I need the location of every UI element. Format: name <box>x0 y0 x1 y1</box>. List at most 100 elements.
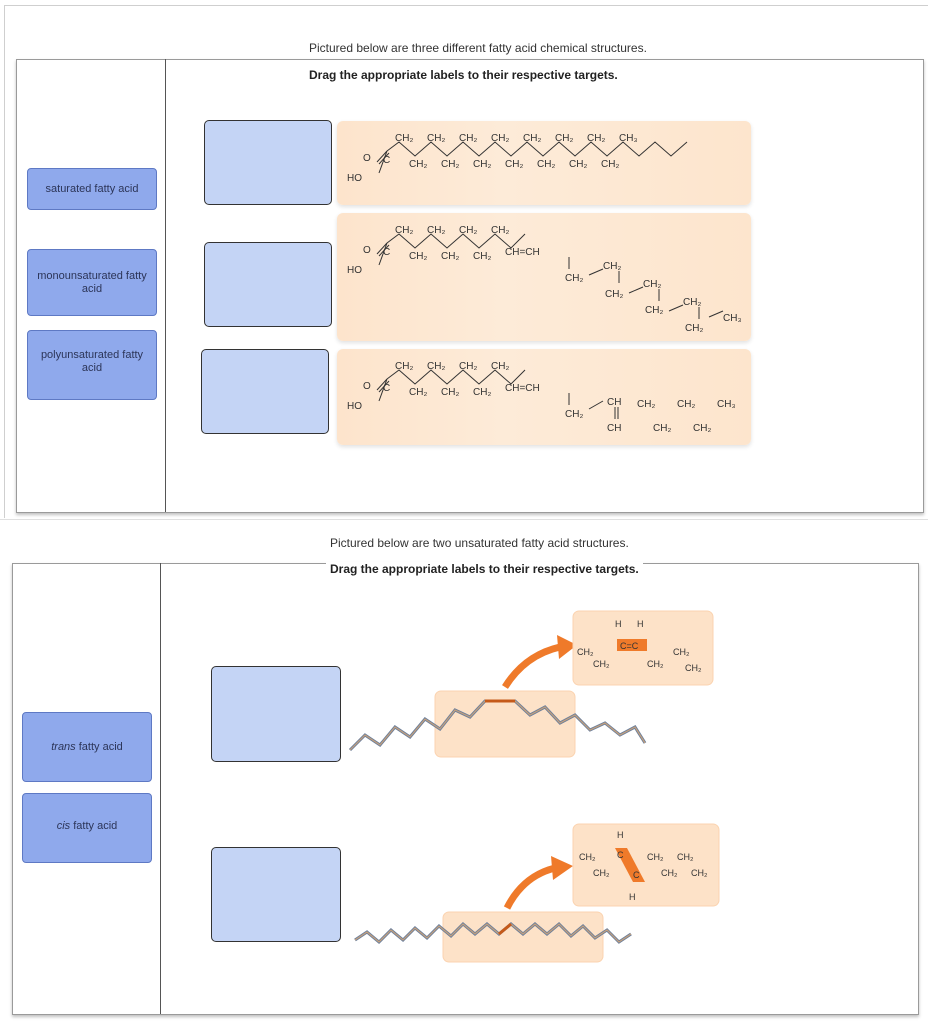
cis-fatty-acid-diagram: H C C H CH₂ CH₂ CH₂ CH₂ CH₂ CH₂ <box>354 823 720 963</box>
ch2-group: CH₂ <box>427 133 445 144</box>
label-emphasis: cis <box>56 820 71 832</box>
ch2-group: CH₂ <box>569 159 587 170</box>
ch2-group: CH₂ <box>685 663 702 673</box>
ch3-group: CH₃ <box>723 313 742 324</box>
carbon-atom: C <box>633 870 640 880</box>
ch2-group: CH₂ <box>409 159 427 170</box>
hydrogen-atom: H <box>615 619 622 629</box>
ch2-group: CH₂ <box>683 297 701 308</box>
label-trans-fatty-acid[interactable]: trans fatty acid <box>22 712 152 782</box>
section1-intro-text: Pictured below are three different fatty… <box>309 41 647 55</box>
double-bond-group: CH=CH <box>505 383 540 394</box>
label-text: monounsaturated fatty acid <box>37 269 147 295</box>
ch2-group: CH₂ <box>395 361 413 372</box>
target-saturated-structure[interactable] <box>204 120 332 205</box>
target-polyunsaturated-structure[interactable] <box>201 349 329 434</box>
carbon-atom: C <box>383 247 390 258</box>
label-monounsaturated-fatty-acid[interactable]: monounsaturated fatty acid <box>27 249 157 316</box>
oxygen-atom: O <box>363 245 371 256</box>
carbon-atom: C <box>617 850 624 860</box>
ch2-group: CH₂ <box>673 647 690 657</box>
saturated-structure-drawing: O C HO CH₂ CH₂ CH₂ CH₂ CH₂ CH₂ CH₂ CH₃ C… <box>347 133 688 184</box>
ch2-group: CH₂ <box>661 868 678 878</box>
ch2-group: CH₂ <box>577 647 594 657</box>
hydrogen-atom: H <box>617 830 624 840</box>
section2-divider <box>160 563 161 1014</box>
label-suffix: fatty acid <box>75 740 123 753</box>
ch3-group: CH₃ <box>717 399 736 410</box>
target-monounsaturated-structure[interactable] <box>204 242 332 327</box>
saturated-fatty-acid-structure: O C HO CH₂ CH₂ CH₂ CH₂ CH₂ CH₂ CH₂ CH₃ C… <box>337 121 751 205</box>
ch2-group: CH₂ <box>565 273 583 284</box>
monounsaturated-structure-drawing: O C HO CH₂ CH₂ CH₂ CH₂ CH₂ CH₂ CH₂ CH=CH… <box>347 225 742 334</box>
ch2-group: CH₂ <box>523 133 541 144</box>
target-bottom-structure[interactable] <box>211 847 341 942</box>
ch2-group: CH₂ <box>409 251 427 262</box>
ch2-group: CH₂ <box>677 399 695 410</box>
ch2-group: CH₂ <box>459 225 477 236</box>
label-suffix: fatty acid <box>70 820 118 832</box>
label-saturated-fatty-acid[interactable]: saturated fatty acid <box>27 168 157 210</box>
ch2-group: CH₂ <box>637 399 655 410</box>
monounsaturated-fatty-acid-structure: O C HO CH₂ CH₂ CH₂ CH₂ CH₂ CH₂ CH₂ CH=CH… <box>337 213 751 341</box>
target-top-structure[interactable] <box>211 666 341 762</box>
label-cis-fatty-acid[interactable]: cis fatty acid <box>22 793 152 863</box>
ch2-group: CH₂ <box>605 289 623 300</box>
carbon-atom: C <box>383 155 390 166</box>
ch2-group: CH₂ <box>579 852 596 862</box>
hydrogen-atom: H <box>637 619 644 629</box>
trans-fatty-acid-diagram: H H C=C CH₂ CH₂ CH₂ CH₂ CH₂ <box>348 610 714 758</box>
label-text: trans fatty acid <box>51 741 123 754</box>
ch3-group: CH₃ <box>619 133 638 144</box>
label-emphasis: trans <box>51 740 76 753</box>
ch2-group: CH₂ <box>647 852 664 862</box>
section1-instruction: Drag the appropriate labels to their res… <box>305 68 622 82</box>
ch2-group: CH₂ <box>685 323 703 334</box>
ch2-group: CH₂ <box>441 159 459 170</box>
ch2-group: CH₂ <box>409 387 427 398</box>
hydrogen-atom: H <box>629 892 636 902</box>
section2-intro-text: Pictured below are two unsaturated fatty… <box>330 536 629 550</box>
ch2-group: CH₂ <box>565 409 583 420</box>
ch2-group: CH₂ <box>505 159 523 170</box>
ch-group: CH <box>607 397 621 408</box>
polyunsaturated-fatty-acid-structure: O C HO CH₂ CH₂ CH₂ CH₂ CH₂ CH₂ CH₂ CH=CH… <box>337 349 751 445</box>
ch2-group: CH₂ <box>459 133 477 144</box>
oxygen-atom: O <box>363 381 371 392</box>
section1-frame <box>4 5 928 518</box>
ch2-group: CH₂ <box>653 423 671 434</box>
ch2-group: CH₂ <box>593 868 610 878</box>
ch2-group: CH₂ <box>693 423 711 434</box>
hydroxyl-group: HO <box>347 265 362 276</box>
ch2-group: CH₂ <box>491 133 509 144</box>
label-text: saturated fatty acid <box>45 182 139 195</box>
ch-group: CH <box>607 423 621 434</box>
label-polyunsaturated-fatty-acid[interactable]: polyunsaturated fatty acid <box>27 330 157 400</box>
ch2-group: CH₂ <box>491 225 509 236</box>
ch2-group: CH₂ <box>645 305 663 316</box>
ch2-group: CH₂ <box>603 261 621 272</box>
carbon-atom: C <box>383 383 390 394</box>
ch2-group: CH₂ <box>441 387 459 398</box>
ch2-group: CH₂ <box>587 133 605 144</box>
ch2-group: CH₂ <box>441 251 459 262</box>
ch2-group: CH₂ <box>677 852 694 862</box>
section2-instruction: Drag the appropriate labels to their res… <box>326 562 643 576</box>
oxygen-atom: O <box>363 153 371 164</box>
ch2-group: CH₂ <box>473 251 491 262</box>
ch2-group: CH₂ <box>473 159 491 170</box>
ch2-group: CH₂ <box>691 868 708 878</box>
section-separator <box>0 519 928 520</box>
ch2-group: CH₂ <box>459 361 477 372</box>
ch2-group: CH₂ <box>537 159 555 170</box>
ch2-group: CH₂ <box>473 387 491 398</box>
hydroxyl-group: HO <box>347 401 362 412</box>
double-bond-group: CH=CH <box>505 247 540 258</box>
ch2-group: CH₂ <box>395 225 413 236</box>
ch2-group: CH₂ <box>427 361 445 372</box>
ch2-group: CH₂ <box>555 133 573 144</box>
section1-divider <box>165 59 166 512</box>
ch2-group: CH₂ <box>395 133 413 144</box>
label-text: polyunsaturated fatty acid <box>40 349 144 374</box>
label-text: cis fatty acid <box>57 820 118 833</box>
